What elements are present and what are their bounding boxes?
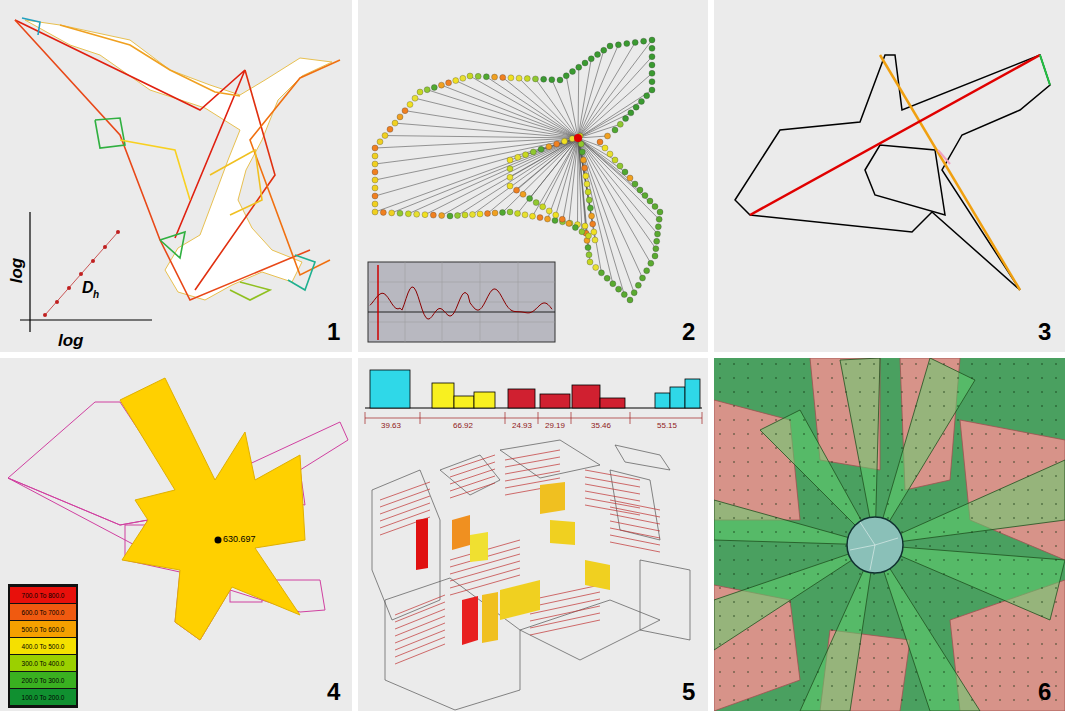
dimension: 35.46 — [590, 422, 612, 430]
panel-number: 6 — [1038, 680, 1051, 704]
legend-text: 300.0 To 400.0 — [22, 660, 65, 667]
legend-text: 600.0 To 700.0 — [22, 609, 65, 616]
legend-swatch: 400.0 To 500.0 — [10, 638, 76, 654]
dimension: 55.15 — [656, 422, 678, 430]
panel-number: 4 — [327, 680, 340, 704]
legend-text: 200.0 To 300.0 — [22, 677, 65, 684]
panel-number: 3 — [1038, 320, 1051, 344]
legend-swatch: 600.0 To 700.0 — [10, 604, 76, 620]
legend-swatch: 200.0 To 300.0 — [10, 672, 76, 688]
dimension: 29.19 — [544, 422, 566, 430]
legend-text: 500.0 To 600.0 — [22, 626, 65, 633]
point-value: 630.697 — [223, 535, 256, 544]
panel-number: 1 — [327, 320, 340, 344]
dimension: 24.93 — [511, 422, 533, 430]
legend-text: 700.0 To 800.0 — [22, 592, 65, 599]
legend-swatch: 500.0 To 600.0 — [10, 621, 76, 637]
axis-label: log — [8, 258, 25, 284]
legend-text: 100.0 To 200.0 — [22, 694, 65, 701]
legend-swatch: 100.0 To 200.0 — [10, 689, 76, 705]
panel-number: 2 — [682, 320, 695, 344]
legend: 700.0 To 800.0 600.0 To 700.0 500.0 To 600… — [8, 584, 78, 708]
panel-number: 5 — [682, 680, 695, 704]
dimension: 39.63 — [380, 422, 402, 430]
subscript: h — [93, 290, 99, 300]
legend-text: 400.0 To 500.0 — [22, 643, 65, 650]
axis-label: log — [58, 332, 84, 349]
legend-swatch: 700.0 To 800.0 — [10, 587, 76, 603]
legend-swatch: 300.0 To 400.0 — [10, 655, 76, 671]
dimension: 66.92 — [452, 422, 474, 430]
fractal-dimension: D — [82, 280, 94, 296]
